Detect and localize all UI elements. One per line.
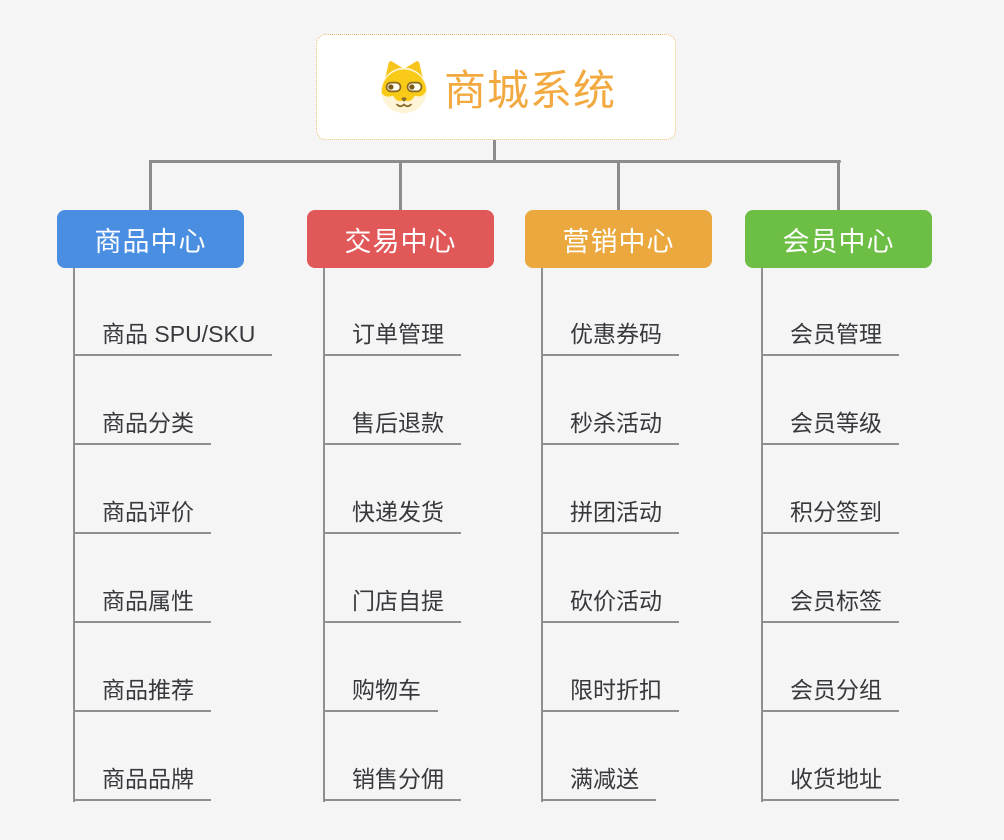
branch-header-product[interactable]: 商品中心: [57, 210, 244, 268]
connector-column-trunk: [73, 268, 75, 802]
child-node[interactable]: 销售分佣: [323, 765, 461, 801]
child-node[interactable]: 门店自提: [323, 587, 461, 623]
branch-column-marketing: 优惠券码 秒杀活动 拼团活动 砍价活动 限时折扣 满减送: [541, 268, 791, 813]
connector-horizontal: [149, 160, 841, 163]
child-node[interactable]: 商品推荐: [73, 676, 211, 712]
branch-header-marketing[interactable]: 营销中心: [525, 210, 712, 268]
child-node[interactable]: 会员标签: [761, 587, 899, 623]
child-node[interactable]: 商品 SPU/SKU: [73, 320, 273, 356]
root-title: 商城系统: [443, 66, 616, 114]
connector-root-stub: [493, 140, 496, 162]
root-node[interactable]: 商城系统: [316, 34, 676, 140]
branch-column-product: 商品 SPU/SKU 商品分类 商品评价 商品属性 商品推荐 商品品牌: [73, 268, 323, 813]
child-node[interactable]: 收货地址: [761, 765, 899, 801]
connector-column-trunk: [761, 268, 763, 802]
child-node[interactable]: 商品分类: [73, 409, 211, 445]
child-node[interactable]: 商品品牌: [73, 765, 211, 801]
child-node[interactable]: 积分签到: [761, 498, 899, 534]
child-node[interactable]: 会员等级: [761, 409, 899, 445]
doge-icon: [381, 61, 427, 114]
connector-branch-stub-3: [617, 160, 620, 210]
branch-column-member: 会员管理 会员等级 积分签到 会员标签 会员分组 收货地址: [761, 268, 1004, 813]
child-node[interactable]: 优惠券码: [541, 320, 679, 356]
connector-column-trunk: [323, 268, 325, 802]
child-node[interactable]: 秒杀活动: [541, 409, 679, 445]
connector-branch-stub-4: [837, 160, 840, 210]
child-node[interactable]: 拼团活动: [541, 498, 679, 534]
connector-branch-stub-1: [149, 160, 152, 210]
branch-header-member[interactable]: 会员中心: [745, 210, 932, 268]
connector-branch-stub-2: [399, 160, 402, 210]
child-node[interactable]: 会员分组: [761, 676, 899, 712]
child-node[interactable]: 快递发货: [323, 498, 461, 534]
branch-header-trade[interactable]: 交易中心: [307, 210, 494, 268]
connector-column-trunk: [541, 268, 543, 802]
child-node[interactable]: 售后退款: [323, 409, 461, 445]
child-node[interactable]: 商品评价: [73, 498, 211, 534]
child-node[interactable]: 会员管理: [761, 320, 899, 356]
branch-column-trade: 订单管理 售后退款 快递发货 门店自提 购物车 销售分佣: [323, 268, 573, 813]
child-node[interactable]: 商品属性: [73, 587, 211, 623]
child-node[interactable]: 限时折扣: [541, 676, 679, 712]
child-node[interactable]: 满减送: [541, 765, 656, 801]
child-node[interactable]: 购物车: [323, 676, 438, 712]
child-node[interactable]: 订单管理: [323, 320, 461, 356]
child-node[interactable]: 砍价活动: [541, 587, 679, 623]
